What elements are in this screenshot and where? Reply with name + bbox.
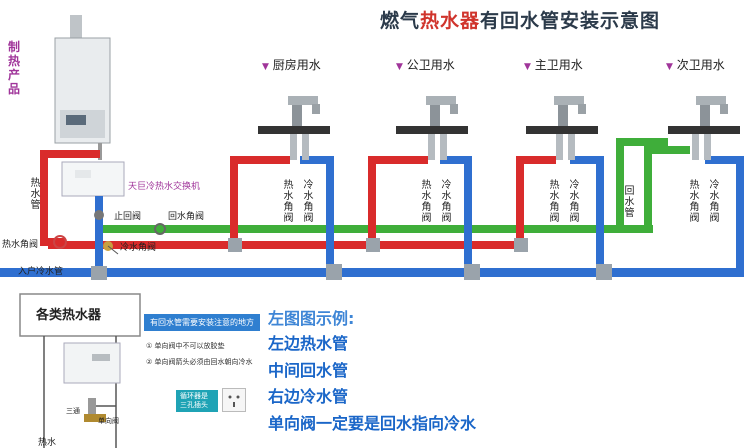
faucet-icon	[396, 96, 468, 160]
tap-label-public-bath: ▼ 公卫用水	[396, 58, 455, 72]
explanation-line: 单向阀一定要是回水指向冷水	[268, 414, 477, 433]
explanation-line: 中间回水管	[268, 361, 349, 380]
explanation-line: 左图图示例:	[268, 309, 355, 328]
check-valve-label: 止回阀	[114, 212, 142, 222]
cold-angle-valve-label: 冷水角阀	[120, 243, 157, 253]
explanation-line: 右边冷水管	[268, 387, 349, 406]
diagram-title: 燃气热水器有回水管安装示意图	[380, 10, 661, 32]
notice-tip: ① 单向阀中不可以放胶垫	[146, 342, 225, 350]
tap-label-master-bath: ▼ 主卫用水	[524, 58, 583, 72]
tap-cold-valve-label: 冷水角阀	[569, 180, 580, 224]
hot-pipe-label: 热水管	[30, 178, 41, 211]
faucet-icon	[526, 96, 598, 160]
product-category-tag: 制热产品	[7, 40, 20, 96]
return-main	[95, 225, 635, 233]
tap-hot-valve-label: 热水角阀	[283, 180, 294, 224]
tee-label: 三通	[66, 407, 80, 415]
tap-label-guest-bath: ▼ 次卫用水	[666, 58, 725, 72]
hot-water-bottom-label: 热水	[38, 438, 57, 448]
return-pipe-label: 回水管	[624, 186, 635, 219]
notice-panel-title: 有回水管需要安装注意的地方	[144, 314, 260, 331]
tap-label-kitchen: ▼ 厨房用水	[262, 58, 321, 72]
notice-tip: ② 单向阀箭头必须由回水朝向冷水	[146, 358, 253, 366]
tap-cold-valve-label: 冷水角阀	[441, 180, 452, 224]
socket-badge: 循环器是三孔插头	[176, 390, 218, 412]
hot-angle-valve-label: 热水角阀	[2, 240, 39, 250]
socket-icon	[222, 388, 246, 412]
faucet-icon	[258, 96, 330, 160]
tap-hot-valve-label: 热水角阀	[549, 180, 560, 224]
return-valve-label: 回水角阀	[168, 212, 205, 222]
hot-riser	[40, 150, 48, 246]
tap-hot-valve-label: 热水角阀	[421, 180, 432, 224]
inlet-label: 入户冷水管	[18, 267, 64, 277]
one-way-valve-label: 单向阀	[98, 417, 119, 425]
exchanger-label: 天巨冷热水交换机	[128, 182, 201, 192]
lower-inset	[19, 293, 141, 448]
tap-cold-valve-label: 冷水角阀	[709, 180, 720, 224]
tap-cold-valve-label: 冷水角阀	[303, 180, 314, 224]
explanation-line: 左边热水管	[268, 334, 349, 353]
exchanger-icon	[61, 161, 125, 197]
water-heater-icon	[54, 15, 111, 160]
faucet-icon	[668, 96, 740, 160]
pipe-diagram	[0, 15, 744, 280]
tap-hot-valve-label: 热水角阀	[689, 180, 700, 224]
heater-box-title: 各类热水器	[36, 308, 102, 323]
